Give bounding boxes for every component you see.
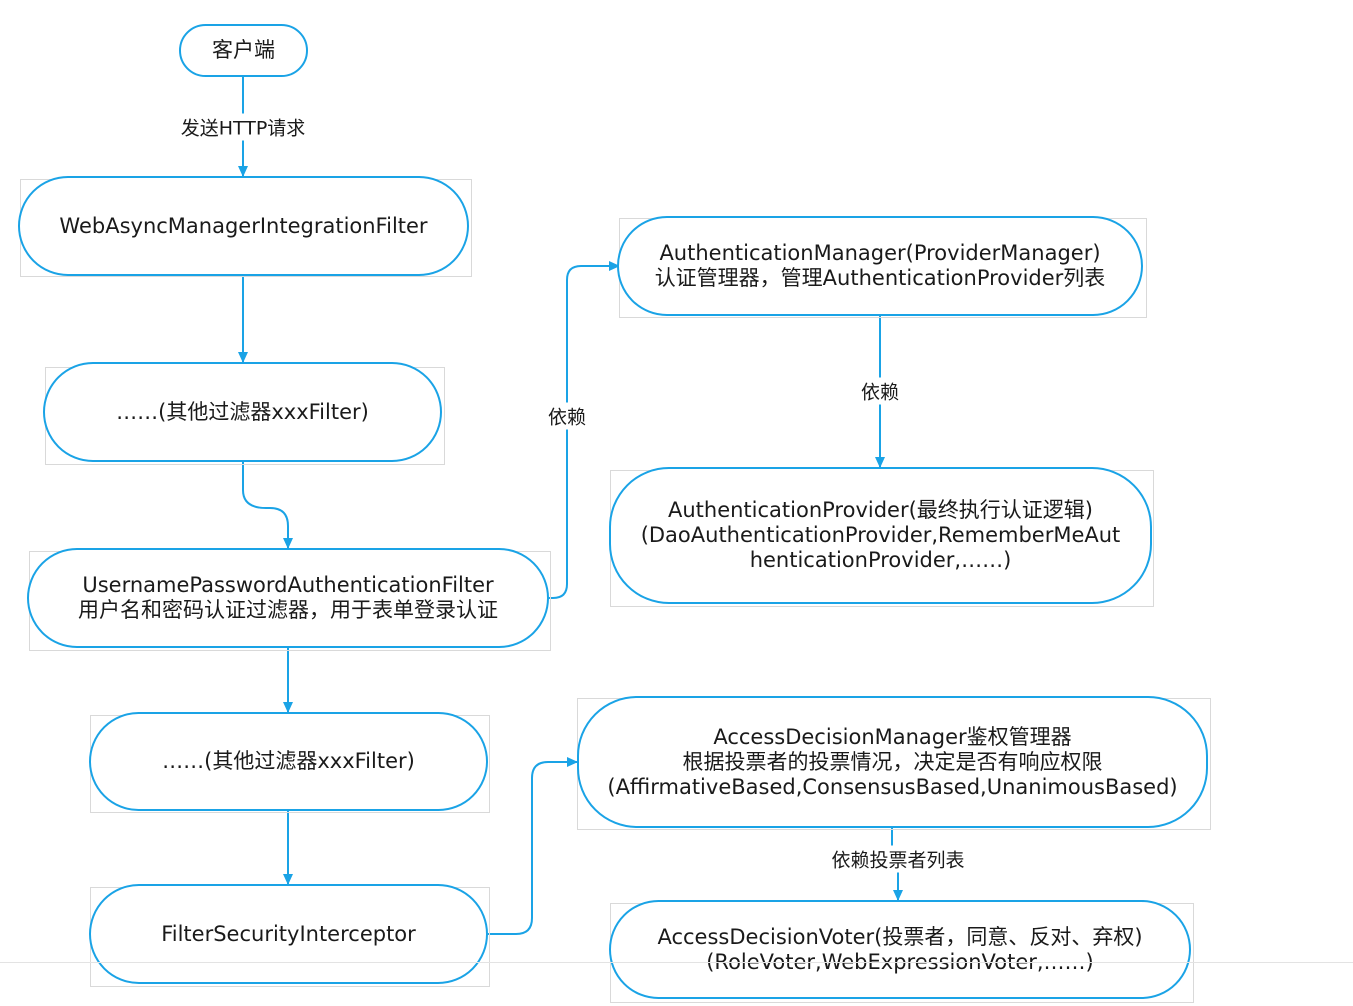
edge-label-depends-auth-manager: 依赖 [545,402,589,430]
edge-label-depends-voters: 依赖投票者列表 [829,845,967,873]
client-node: 客户端 [179,24,308,77]
bottom-divider [0,962,1353,963]
filter-security-interceptor-node: FilterSecurityInterceptor [89,884,488,984]
web-async-filter-label: WebAsyncManagerIntegrationFilter [59,213,428,238]
edge-other1-to-username [242,462,293,549]
other-filters-1-label: ……(其他过滤器xxxFilter) [116,399,369,424]
edge-fsi-to-access-manager [488,757,578,935]
edge-label-depends-provider: 依赖 [858,377,902,405]
voter-impls: (RoleVoter,WebExpressionVoter,……) [706,949,1094,974]
client-label: 客户端 [212,38,275,62]
other-filters-2-label: ……(其他过滤器xxxFilter) [162,749,415,773]
edge-username-to-auth-manager [549,261,620,599]
other-filters-node-2: ……(其他过滤器xxxFilter) [89,712,488,811]
access-decision-voter-node: AccessDecisionVoter(投票者，同意、反对、弃权) (RoleV… [609,900,1191,999]
voter-title: AccessDecisionVoter(投票者，同意、反对、弃权) [657,924,1143,949]
auth-manager-desc: 认证管理器，管理AuthenticationProvider列表 [654,266,1106,290]
access-decision-manager-node: AccessDecisionManager鉴权管理器 根据投票者的投票情况，决定… [577,696,1208,828]
authentication-manager-node: AuthenticationManager(ProviderManager) 认… [617,216,1143,316]
auth-provider-title: AuthenticationProvider(最终执行认证逻辑) [667,498,1093,522]
other-filters-node-1: ……(其他过滤器xxxFilter) [43,362,442,462]
web-async-manager-filter-node: WebAsyncManagerIntegrationFilter [18,176,469,276]
username-filter-title: UsernamePasswordAuthenticationFilter [82,573,494,597]
access-manager-impls: (AffirmativeBased,ConsensusBased,Unanimo… [607,774,1178,799]
username-filter-desc: 用户名和密码认证过滤器，用于表单登录认证 [78,598,498,622]
access-manager-title: AccessDecisionManager鉴权管理器 [713,724,1072,749]
authentication-provider-node: AuthenticationProvider(最终执行认证逻辑) (DaoAut… [609,467,1152,604]
access-manager-desc: 根据投票者的投票情况，决定是否有响应权限 [682,749,1103,774]
auth-manager-title: AuthenticationManager(ProviderManager) [659,241,1101,265]
fsi-label: FilterSecurityInterceptor [161,921,416,946]
edge-label-send-http: 发送HTTP请求 [178,113,308,141]
username-password-filter-node: UsernamePasswordAuthenticationFilter 用户名… [27,548,549,648]
auth-provider-impls-2: henticationProvider,……) [749,548,1012,572]
auth-provider-impls-1: (DaoAuthenticationProvider,RememberMeAut [640,523,1121,547]
